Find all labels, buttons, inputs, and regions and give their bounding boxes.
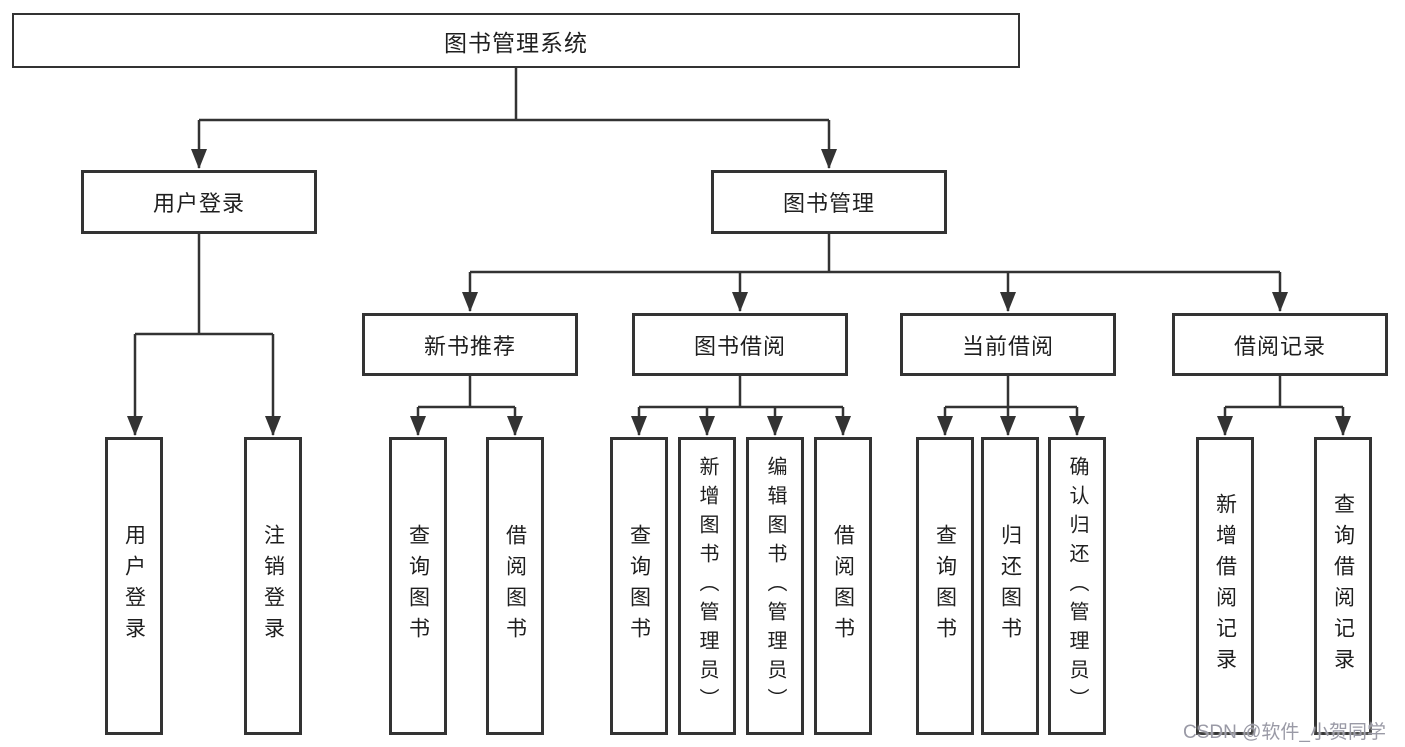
node-new-book-recommendation: 新书推荐 [362, 313, 578, 376]
leaf-edit-book-admin: 编辑图书（管理员） [746, 437, 804, 735]
leaf-logout: 注销登录 [244, 437, 302, 735]
node-current-borrowing: 当前借阅 [900, 313, 1116, 376]
leaf-confirm-return-admin: 确认归还（管理员） [1048, 437, 1106, 735]
leaf-add-book-admin: 新增图书（管理员） [678, 437, 736, 735]
leaf-borrow-books-borrowing: 借阅图书 [814, 437, 872, 735]
csdn-watermark: CSDN @软件_小贺同学 [1183, 722, 1386, 743]
leaf-borrow-books-recommend: 借阅图书 [486, 437, 544, 735]
node-library-management-system: 图书管理系统 [12, 13, 1020, 68]
node-book-management: 图书管理 [711, 170, 947, 234]
leaf-return-book: 归还图书 [981, 437, 1039, 735]
leaf-query-books-current: 查询图书 [916, 437, 974, 735]
node-borrowing-records: 借阅记录 [1172, 313, 1388, 376]
leaf-query-borrow-record: 查询借阅记录 [1314, 437, 1372, 735]
leaf-query-books-recommend: 查询图书 [389, 437, 447, 735]
leaf-add-borrow-record: 新增借阅记录 [1196, 437, 1254, 735]
node-user-login: 用户登录 [81, 170, 317, 234]
leaf-user-login: 用户登录 [105, 437, 163, 735]
node-book-borrowing: 图书借阅 [632, 313, 848, 376]
leaf-query-books-borrowing: 查询图书 [610, 437, 668, 735]
